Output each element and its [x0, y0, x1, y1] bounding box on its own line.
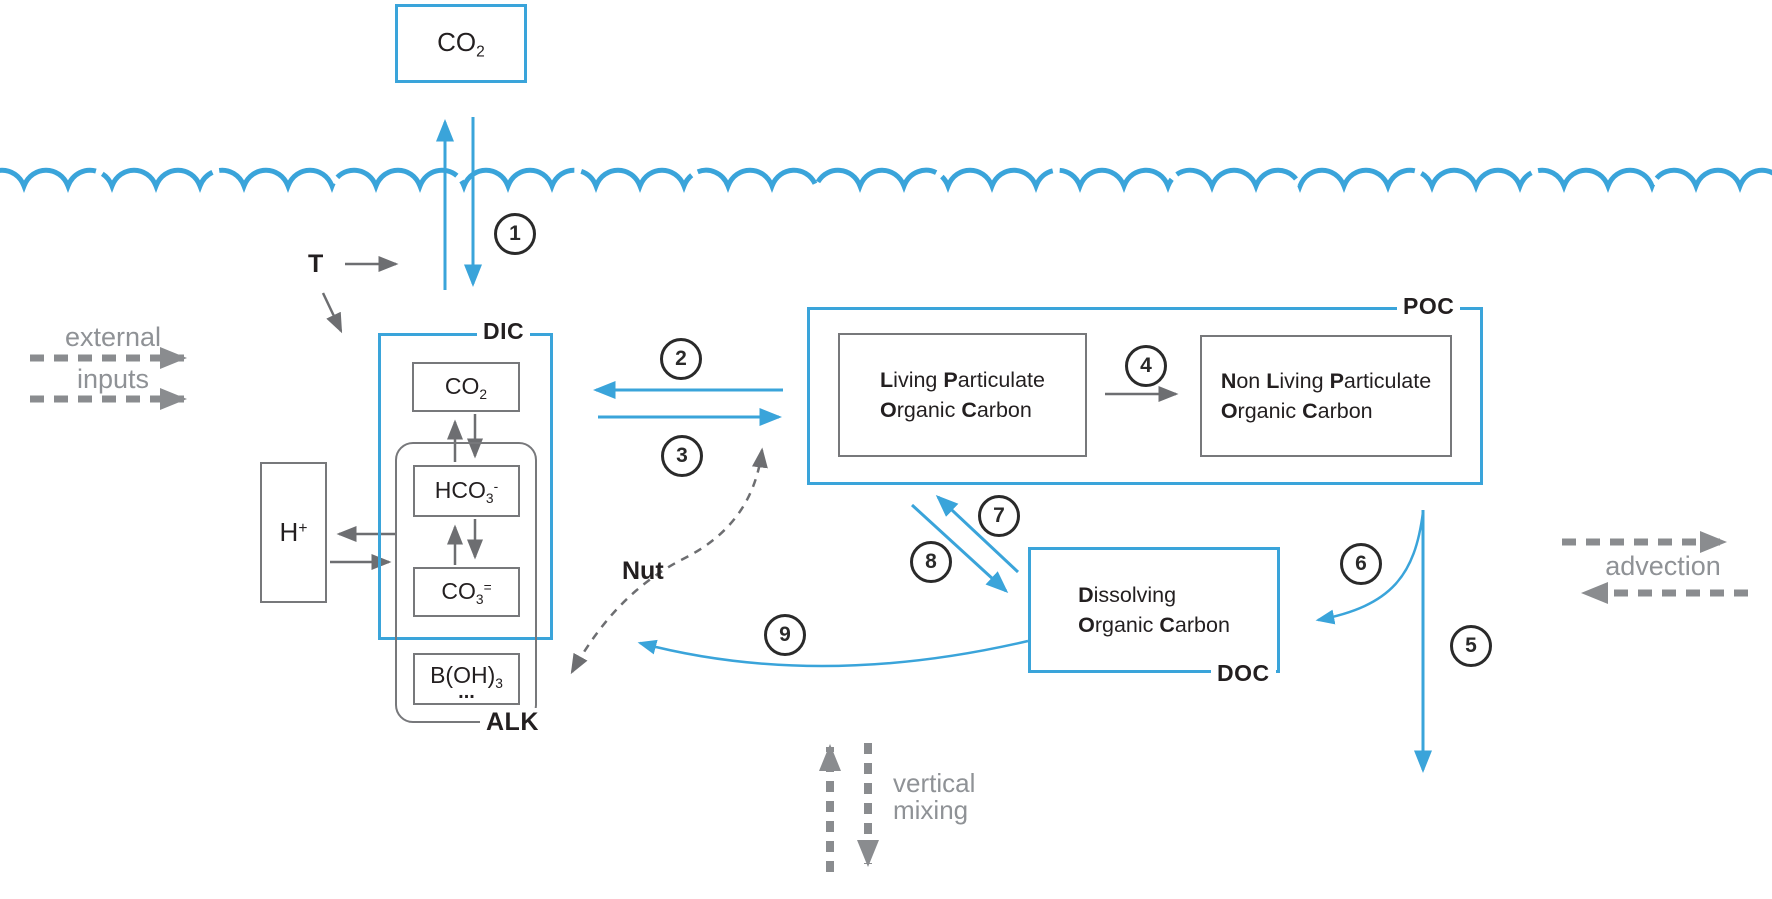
dissolved-co2-box: CO2 [412, 362, 520, 412]
hydrogen-ion-label: H+ [279, 517, 308, 547]
dic-group-box [378, 333, 553, 640]
process-circle-4: 4 [1125, 345, 1167, 387]
nutrients-label: Nut [622, 557, 664, 585]
arrow-poc-to-doc [910, 503, 1009, 594]
borate-label: B(OH)3 [430, 661, 503, 691]
process-circle-9: 9 [764, 614, 806, 656]
process-number-6: 6 [1355, 552, 1367, 575]
process-circle-7: 7 [978, 495, 1020, 537]
process-number-3: 3 [676, 444, 688, 467]
advection-label: advection [1605, 551, 1721, 581]
process-circle-2: 2 [660, 338, 702, 380]
process-number-7: 7 [993, 504, 1005, 527]
process-number-9: 9 [779, 623, 791, 646]
doc-group-label: DOC [1211, 660, 1276, 687]
process-circle-5: 5 [1450, 625, 1492, 667]
dissolved-co2-label: CO2 [444, 372, 488, 402]
bicarbonate-label: HCO3- [434, 476, 499, 506]
borate-box: B(OH)3 ... [413, 653, 520, 705]
process-number-1: 1 [509, 222, 521, 245]
process-circle-1: 1 [494, 213, 536, 255]
vertical-mixing-line1: vertical [893, 768, 976, 798]
poc-group-box [807, 307, 1483, 485]
arrow-poc-to-doc-curve [1315, 511, 1425, 625]
process-number-4: 4 [1140, 354, 1152, 377]
arrow-doc-to-dic-curve [637, 639, 1029, 668]
process-circle-8: 8 [910, 541, 952, 583]
process-number-5: 5 [1465, 634, 1477, 657]
dic-group-label: DIC [477, 318, 531, 345]
process-circle-6: 6 [1340, 543, 1382, 585]
poc-group-label: POC [1397, 293, 1461, 320]
arrow-temperature-to-dic [321, 292, 343, 334]
external-inputs-line1: external [64, 322, 162, 352]
carbonate-label: CO3= [441, 577, 492, 607]
bicarbonate-box: HCO3- [413, 465, 520, 517]
alk-group-box [395, 442, 537, 723]
process-number-8: 8 [925, 550, 937, 573]
process-circle-3: 3 [661, 435, 703, 477]
temperature-label: T [308, 250, 324, 278]
alk-group-label: ALK [480, 708, 545, 737]
vertical-mixing-label: vertical mixing [893, 770, 975, 824]
vertical-mixing-line2: mixing [893, 795, 969, 825]
process-number-2: 2 [675, 347, 687, 370]
hydrogen-ion-box: H+ [260, 462, 327, 603]
external-inputs-line2: inputs [76, 364, 150, 394]
carbonate-box: CO3= [413, 567, 520, 617]
external-inputs-label: external inputs [28, 316, 198, 400]
arrow-nutrients-dashed [570, 447, 768, 675]
arrow-doc-to-poc [935, 494, 1020, 574]
sea-surface-wave [0, 167, 1772, 194]
atmospheric-co2-box: CO2 [395, 4, 527, 83]
atmospheric-co2-label: CO2 [437, 26, 485, 61]
borate-ellipsis: ... [458, 681, 475, 704]
